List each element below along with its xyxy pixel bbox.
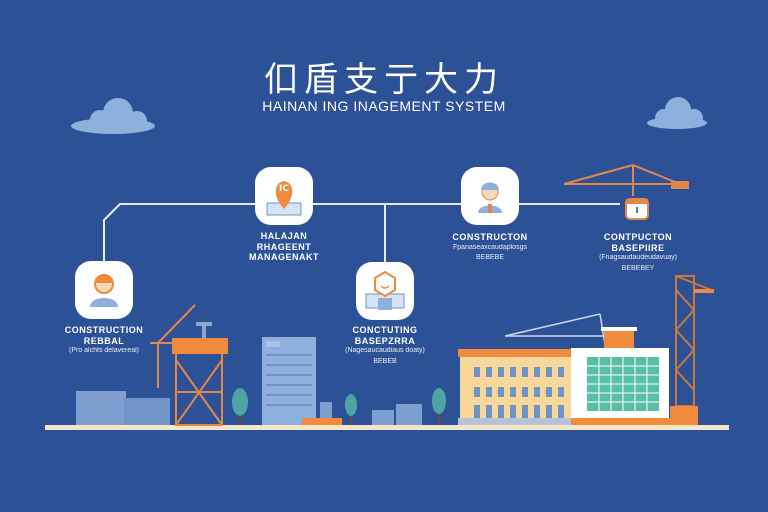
crane-left: [150, 304, 228, 426]
node-label-construction-rebbal: CONSTRUCTION REBBAL (Pro alchts delavere…: [64, 325, 144, 354]
page-title: 㐰盾支亍大力: [264, 60, 504, 100]
main-building: [458, 313, 671, 425]
node-card-management[interactable]: IC: [255, 167, 313, 225]
connector-lines: [103, 203, 620, 262]
page-subtitle: HAINAN ING INAGEMENT SYSTEM: [262, 98, 506, 114]
crane-right: [670, 275, 715, 425]
node-badge: IC: [279, 184, 289, 194]
office-tower: [262, 337, 316, 425]
cloud-right: [647, 97, 707, 129]
crane-hook-icon: [625, 198, 649, 220]
node-card-consulting[interactable]: [356, 262, 414, 320]
node-card-construction[interactable]: [461, 167, 519, 225]
cloud-left: [71, 98, 155, 134]
node-label-management: HALAJAN RHAGEENT MANAGENAKT: [249, 231, 319, 262]
map-pin-book-icon: [266, 181, 302, 216]
person-icon: [90, 274, 118, 307]
node-label-consulting: CONCTUTING BASEPZRRA (Nagesaucaudiaus do…: [345, 325, 425, 365]
node-label-crane: CONTPUCTON BASEPIIRE (Fnagsaudaudeudavua…: [599, 232, 677, 272]
trees: [232, 388, 446, 425]
crane-top-right: [563, 164, 689, 196]
node-card-construction-rebbal[interactable]: [75, 261, 133, 319]
node-label-construction: CONSTRUCTON Fpanaseaxcaudaplosgs BEBEBE: [452, 232, 528, 261]
worker-hardhat-icon: [478, 182, 502, 213]
ground: [45, 425, 729, 430]
hexagon-smile-document-icon: [365, 270, 405, 310]
